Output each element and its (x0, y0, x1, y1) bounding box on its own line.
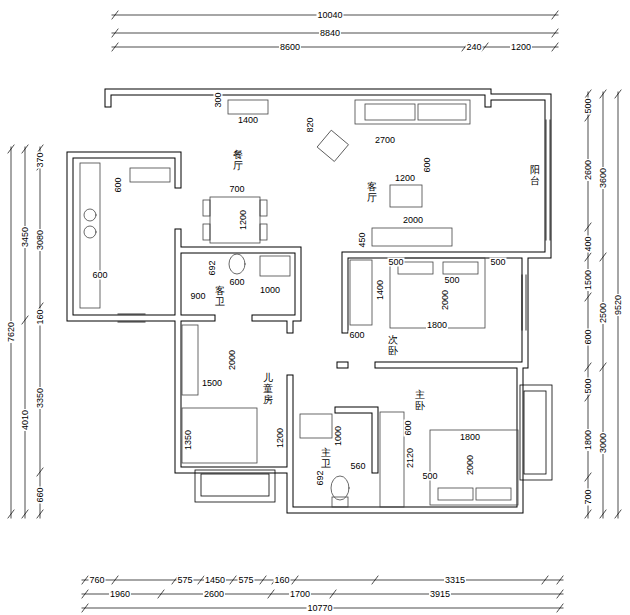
dimension-value: 500 (584, 97, 593, 114)
dimension-value: 560 (349, 462, 366, 471)
dimension-value: 160 (273, 576, 290, 585)
window (118, 120, 552, 502)
wall (70, 92, 548, 510)
dimension-value: 1400 (376, 279, 385, 301)
dimension-value: 1960 (109, 590, 131, 599)
dimension-value: 600 (91, 271, 108, 280)
dimension-line (8, 11, 621, 612)
room-name: 儿童房 (262, 371, 274, 406)
dimension-value: 10770 (306, 604, 333, 613)
dimension-value: 3350 (36, 387, 45, 409)
dimension-value: 1800 (459, 433, 481, 442)
dimension-value: 575 (176, 576, 193, 585)
dimension-value: 9520 (614, 294, 623, 316)
dimension-value: 692 (316, 469, 325, 486)
room-name: 次卧 (387, 333, 399, 357)
dimension-value: 1200 (510, 43, 532, 52)
dimension-value: 700 (584, 488, 593, 505)
dimension-value: 500 (421, 472, 438, 481)
dimension-value: 660 (36, 486, 45, 503)
dimension-value: 500 (489, 258, 506, 267)
dimension-value: 3600 (599, 167, 608, 189)
wall-fill (70, 92, 548, 510)
dimension-value: 1700 (289, 590, 311, 599)
dimension-value: 8600 (279, 43, 301, 52)
dimension-value: 3450 (21, 226, 30, 248)
dimension-value: 370 (36, 151, 45, 168)
dimension-value: 4010 (21, 409, 30, 431)
dimension-value: 1800 (426, 321, 448, 330)
dimension-value: 3080 (36, 229, 45, 251)
dimension-value: 500 (387, 258, 404, 267)
dimension-value: 3315 (444, 576, 466, 585)
dimension-value: 500 (443, 276, 460, 285)
dimension-value: 575 (237, 576, 254, 585)
dimension-value: 8840 (319, 29, 341, 38)
dimension-value: 3915 (429, 590, 451, 599)
room-name: 主卧 (414, 388, 426, 412)
dimension-value: 600 (423, 156, 432, 173)
dimension-value: 7620 (7, 321, 16, 343)
room-name: 阳台 (529, 163, 541, 187)
dimension-value: 1500 (201, 379, 223, 388)
dimension-value: 900 (189, 292, 206, 301)
dimension-value: 400 (584, 235, 593, 252)
dimension-value: 600 (584, 328, 593, 345)
dimension-value: 160 (36, 308, 45, 325)
room-name: 主卫 (320, 446, 332, 470)
dimension-value: 2000 (441, 289, 450, 311)
dimension-value: 760 (88, 576, 105, 585)
dimension-value: 500 (584, 377, 593, 394)
dimension-value: 600 (348, 331, 365, 340)
dimension-value: 240 (465, 43, 482, 52)
dimension-value: 2600 (584, 159, 593, 181)
dimension-value: 1450 (204, 576, 226, 585)
dimension-value: 820 (306, 116, 315, 133)
dimension-value: 2500 (599, 302, 608, 324)
dimension-value: 1200 (239, 209, 248, 231)
dimension-value: 600 (228, 278, 245, 287)
room-name: 客卫 (214, 284, 226, 308)
dimension-value: 2000 (228, 349, 237, 371)
dimension-value: 2120 (406, 447, 415, 469)
dimension-value: 700 (228, 185, 245, 194)
dimension-value: 692 (208, 259, 217, 276)
dimension-value: 1350 (184, 429, 193, 451)
dimension-value: 450 (358, 231, 367, 248)
dimension-value: 300 (214, 91, 223, 108)
dimension-value: 2600 (203, 590, 225, 599)
dimension-value: 1200 (276, 427, 285, 449)
dimension-value: 10040 (316, 11, 343, 20)
dimension-value: 1500 (584, 269, 593, 291)
dimension-value: 1000 (259, 286, 281, 295)
room-name: 餐厅 (232, 148, 244, 172)
room-name: 客厅 (366, 180, 378, 204)
dimension-value: 600 (404, 419, 413, 436)
dimension-value: 2000 (402, 216, 424, 225)
dimension-value: 1000 (334, 425, 343, 447)
dimension-value: 1400 (237, 116, 259, 125)
dimension-value: 1200 (394, 174, 416, 183)
furniture (80, 100, 518, 507)
dimension-value: 1800 (584, 429, 593, 451)
dimension-value: 2000 (466, 454, 475, 476)
dimension-value: 3000 (599, 432, 608, 454)
dimension-value: 2700 (374, 136, 396, 145)
dimension-value: 600 (114, 176, 123, 193)
